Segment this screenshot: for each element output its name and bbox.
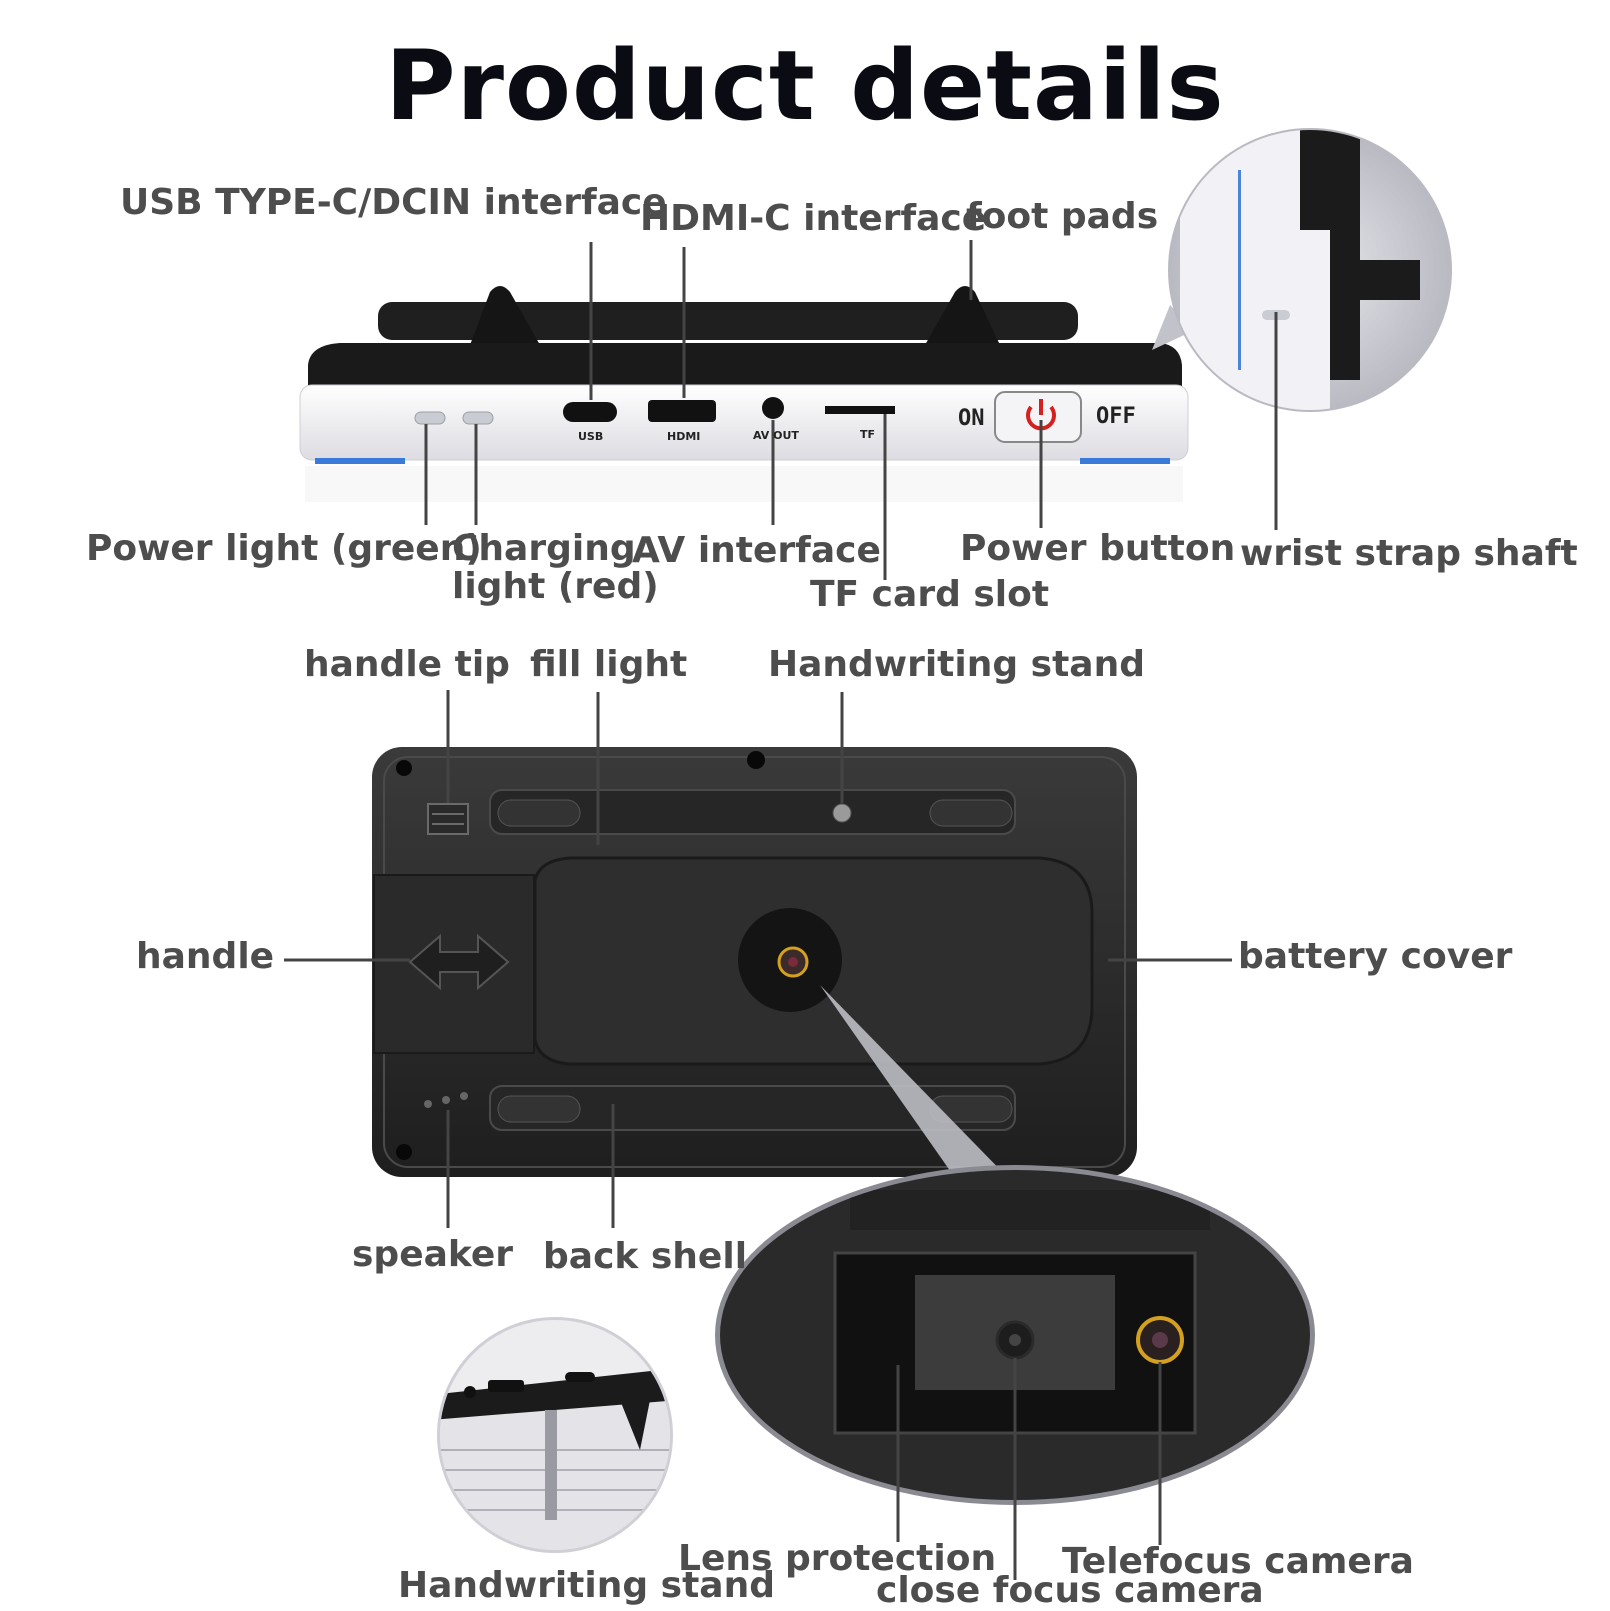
label-power-button: Power button [960,528,1236,569]
marking-av-out: AV OUT [753,429,799,442]
label-close-focus-camera: close focus camera [876,1570,1264,1611]
foot-pad-left [470,286,540,345]
zoom-pointer [820,985,1015,1185]
speaker-hole [424,1100,432,1108]
upper-rail-knob-right [929,799,1013,827]
handle-tip-grip [427,803,469,835]
label-usb-interface: USB TYPE-C/DCIN interface [120,182,667,223]
screw-bottom-left [396,1144,412,1160]
camera-zoom-view [715,1165,1315,1505]
device-top-handle-bar [378,302,1078,340]
base-strip-right [1080,458,1170,464]
label-handwriting-stand-bottom: Handwriting stand [398,1565,775,1606]
label-power-light: Power light (green) [86,528,482,569]
foot-pad-right [925,286,1000,345]
handwriting-stand-bubble [437,1317,673,1553]
power-switch [994,391,1082,443]
handle-arrow-icon [408,933,510,991]
speaker-hole [442,1096,450,1104]
leader-lines [284,240,1278,1580]
label-tf-card-slot: TF card slot [810,574,1050,615]
wrist-strap-bubble [1152,128,1452,412]
label-lens-protection: Lens protection [678,1538,997,1579]
speaker-hole [460,1092,468,1100]
marking-hdmi: HDMI [667,430,701,443]
label-speaker: speaker [352,1234,514,1275]
screw-top-left [396,760,412,776]
upper-rail [489,789,1016,835]
usb-port [563,402,617,422]
label-av-interface: AV interface [632,530,881,571]
label-foot-pads: foot pads [966,196,1159,237]
marking-on: ON [958,406,985,431]
power-led [414,411,446,425]
device-side-view [299,286,1189,502]
label-charging-light: Charging light (red) [452,528,659,607]
charging-led [462,411,494,425]
upper-rail-knob-left [497,799,581,827]
label-handwriting-stand-top: Handwriting stand [768,644,1145,685]
device-reflection [305,466,1183,502]
label-back-shell: back shell [543,1236,748,1277]
marking-off: OFF [1096,404,1136,429]
marking-usb: USB [578,430,604,443]
label-battery-cover: battery cover [1238,936,1513,977]
device-back-view [372,747,1137,1185]
lower-rail [489,1085,1016,1131]
device-white-body [299,384,1189,461]
marking-tf: TF [860,428,876,441]
label-handle: handle [136,936,275,977]
page-title: Product details [385,30,1225,142]
lower-rail-knob-left [497,1095,581,1123]
label-hdmi-interface: HDMI-C interface [640,198,987,239]
hdmi-port [648,400,716,422]
label-handle-tip: handle tip [304,644,510,685]
label-telefocus-camera: Telefocus camera [1062,1541,1414,1582]
screw-top-center [747,751,765,769]
av-port [762,397,784,419]
label-wrist-strap-shaft: wrist strap shaft [1240,533,1578,574]
label-fill-light: fill light [530,644,688,685]
tf-slot [825,406,895,414]
base-strip-left [315,458,405,464]
device-black-top [308,343,1182,388]
bubble-tail [1152,305,1195,350]
handwriting-stand-pin [832,803,852,823]
